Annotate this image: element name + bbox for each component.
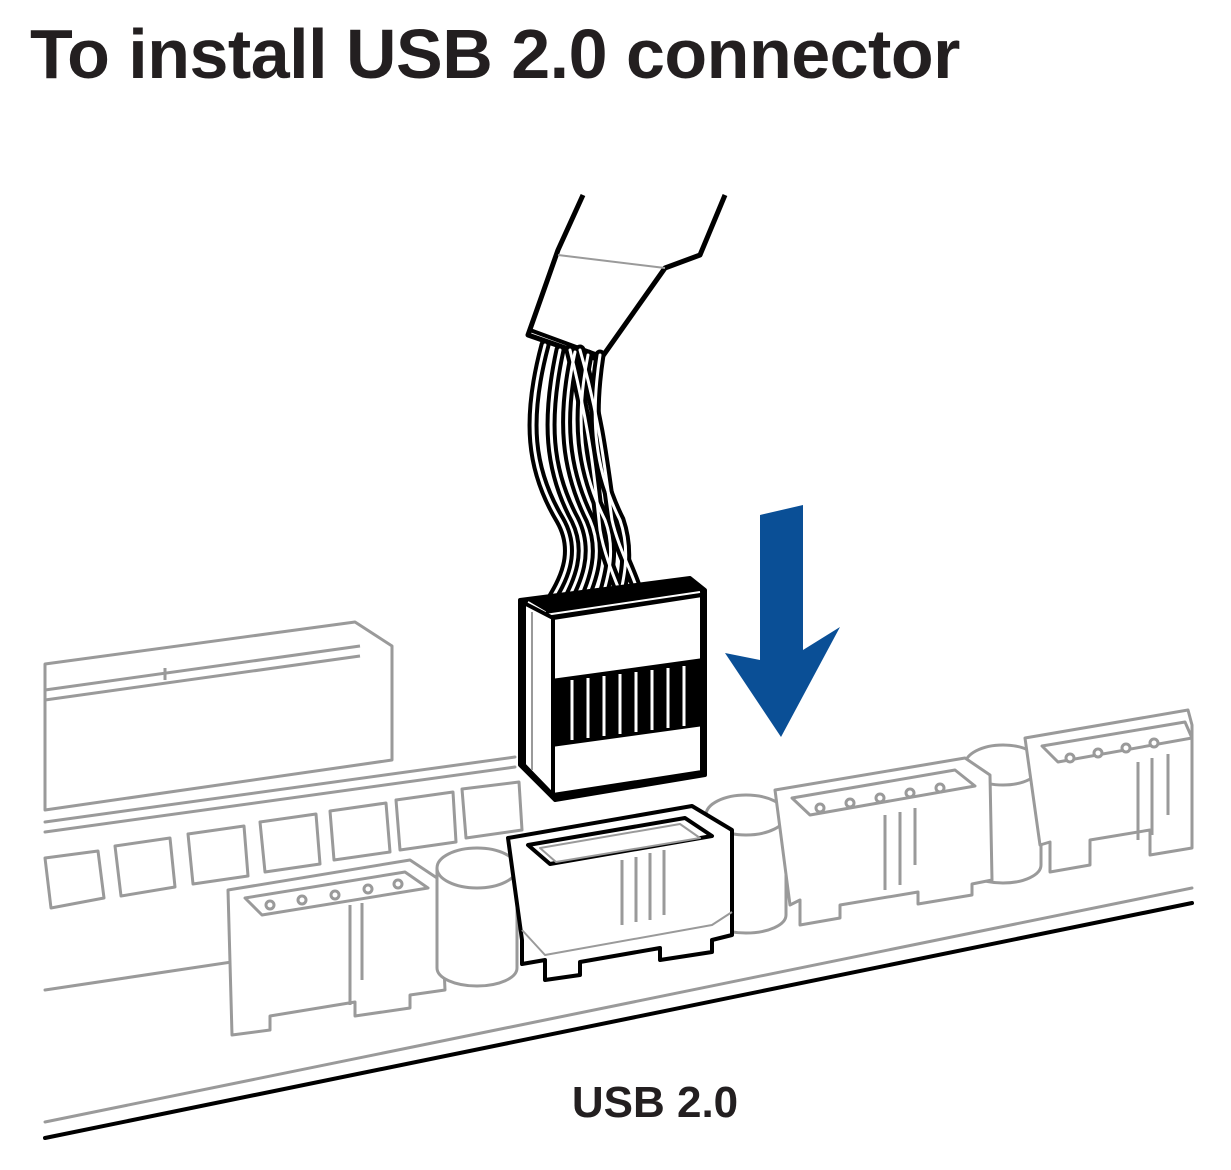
capacitor-left	[435, 846, 519, 988]
down-arrow-icon	[725, 505, 840, 737]
expansion-slot	[43, 620, 394, 812]
page-title: To install USB 2.0 connector	[30, 15, 960, 93]
cable-wire-highlights	[531, 343, 642, 607]
usb2-header-label: USB 2.0	[571, 1078, 739, 1127]
right-header-connector-2	[1023, 708, 1194, 874]
right-header-connector-1	[773, 756, 994, 927]
cable-plug	[518, 576, 707, 802]
usb2-header	[506, 804, 734, 982]
component-row	[43, 780, 524, 910]
left-header-connector	[226, 858, 447, 1037]
cable-sleeve	[525, 193, 728, 363]
